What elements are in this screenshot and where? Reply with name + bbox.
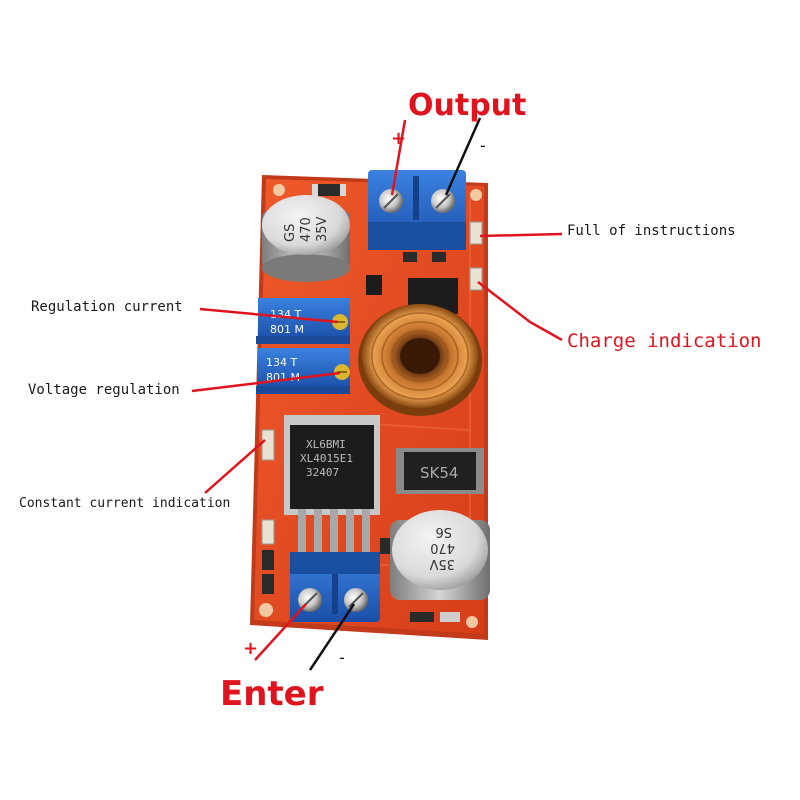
cap-top-marking-1: 35V [315,216,330,242]
enter-plus-label: + [243,638,259,659]
cap-bottom-marking-1: 35V [429,556,455,571]
annotation-lines [191,117,563,671]
diode-sk54: SK54 [396,448,484,494]
voltage-regulation-label: Voltage regulation [28,382,180,398]
cap-top-marking-3: GS [283,224,298,242]
output-plus-pointer [390,119,407,196]
charge-indication-pointer [477,281,563,342]
input-terminal-block [290,552,380,622]
cap-bottom-marking-3: S6 [435,524,452,539]
capacitor-top: 35V 470 GS [262,195,350,282]
full-of-instructions-pointer [479,232,563,238]
voltage-regulation-pointer [191,371,341,393]
regulation-current-label: Regulation current [31,299,183,315]
constant-current-indication-label: Constant current indication [19,496,231,511]
toroid-inductor [358,304,482,416]
charge-indication-label: Charge indication [567,330,762,352]
output-plus-label: + [391,128,407,149]
enter-minus-label: - [339,648,345,667]
constant-current-pointer [204,439,266,494]
output-minus-label: - [480,136,486,155]
regulation-current-pointer [199,307,339,324]
diode-marking: SK54 [420,464,458,482]
voltage-regulation-potentiometer: 134 T 801 M [256,348,350,394]
cap-top-marking-2: 470 [299,217,314,242]
output-minus-pointer [444,117,482,196]
ic-marking-3: 32407 [306,466,339,479]
pot-top-marking-2: 801 M [270,323,304,336]
capacitor-bottom: 35V 470 S6 [390,510,490,600]
full-of-instructions-label: Full of instructions [567,223,736,239]
ic-marking-1: XL6BMI [306,438,346,451]
output-label: Output [408,88,527,123]
input-plus-pointer [254,603,307,661]
input-minus-pointer [308,603,356,671]
enter-label: Enter [220,674,324,714]
ic-marking-2: XL4015E1 [300,452,353,465]
ic-xl4015: XL6BMI XL4015E1 32407 [284,415,380,553]
pot-bottom-marking-1: 134 T [266,356,297,369]
cap-bottom-marking-2: 470 [430,540,455,555]
